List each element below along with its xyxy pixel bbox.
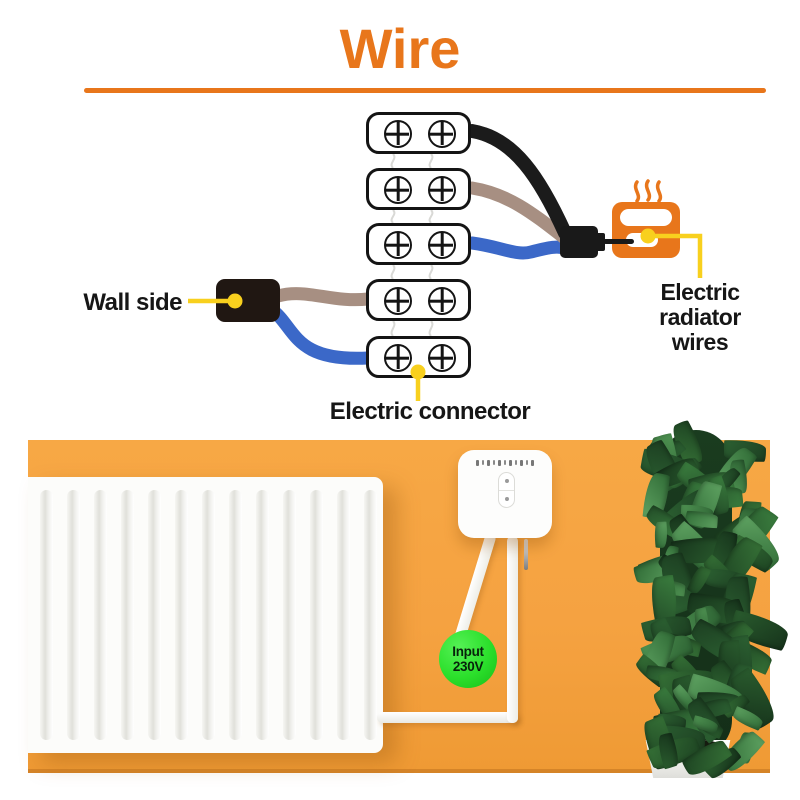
radiator-panel [28, 477, 383, 753]
radiator-rib [40, 490, 53, 740]
thermostat-icon-row [458, 460, 552, 466]
electric-radiator-wires-label: Electric radiator wires [659, 279, 741, 355]
connector-block [366, 223, 471, 265]
connector-block [366, 112, 471, 154]
brown-wire [465, 181, 574, 247]
radiator-rib [202, 490, 215, 740]
screw-icon [384, 344, 412, 372]
screw-icon [428, 344, 456, 372]
screw-icon [428, 120, 456, 148]
screw-icon [428, 231, 456, 259]
radiator-rib [283, 490, 296, 740]
connector-block [366, 336, 471, 378]
thermostat-buttons [498, 472, 515, 508]
wall-connector [216, 279, 280, 322]
screw-icon [428, 176, 456, 204]
thermostat-mode-icon [509, 460, 512, 466]
black-wire [465, 124, 572, 240]
power-cable-vertical [507, 536, 518, 723]
radiator-rib [229, 490, 242, 740]
thermostat-mode-icon [487, 460, 490, 466]
radiator-rib [337, 490, 350, 740]
screw-icon [384, 120, 412, 148]
radiator-rib [310, 490, 323, 740]
plant [608, 418, 791, 783]
input-voltage-badge: Input 230V [439, 630, 497, 688]
thermostat-mode-icon [531, 460, 534, 466]
installation-scene: Input 230V [28, 418, 791, 783]
power-cable-horizontal [377, 712, 518, 723]
radiator-rib [121, 490, 134, 740]
wall-blue-wire [264, 302, 375, 365]
badge-line2: 230V [452, 659, 484, 674]
wall-brown-wire [271, 287, 375, 307]
connector-block [366, 168, 471, 210]
heat-waves-icon [633, 179, 663, 203]
radiator-rib [175, 490, 188, 740]
thermostat-button-down [499, 489, 514, 508]
thermostat-mode-icon [476, 460, 479, 466]
thermostat-mode-icon [481, 460, 485, 465]
radiator-rib [67, 490, 80, 740]
screw-icon [384, 176, 412, 204]
thermostat-mode-icon [525, 460, 529, 465]
electric-connector-label: Electric connector [329, 398, 531, 425]
thermostat-mode-icon [503, 460, 507, 465]
thermostat-mode-icon [492, 460, 496, 465]
screw-icon [384, 231, 412, 259]
radiator-rib [364, 490, 377, 740]
page-title: Wire [339, 17, 461, 80]
badge-line1: Input [452, 644, 484, 659]
radiator-rib [256, 490, 269, 740]
divider-rule [84, 88, 766, 93]
thermostat-mode-icon [520, 460, 523, 466]
radiator-icon-slot [620, 209, 672, 226]
thermostat-button-up [499, 473, 514, 490]
thermostat-mode-icon [498, 460, 501, 466]
power-cable-input [452, 532, 497, 647]
connector-block [366, 279, 471, 321]
thermostat [458, 450, 552, 538]
radiator-icon-wire-notch [626, 233, 658, 247]
wall-side-label: Wall side [83, 289, 182, 316]
radiator-rib [94, 490, 107, 740]
radiator-rib [148, 490, 161, 740]
thermostat-mode-icon [514, 460, 518, 465]
screw-icon [384, 287, 412, 315]
sensor-pin [524, 539, 528, 570]
screw-icon [428, 287, 456, 315]
radiator-icon [612, 202, 680, 258]
blue-wire [465, 236, 575, 260]
